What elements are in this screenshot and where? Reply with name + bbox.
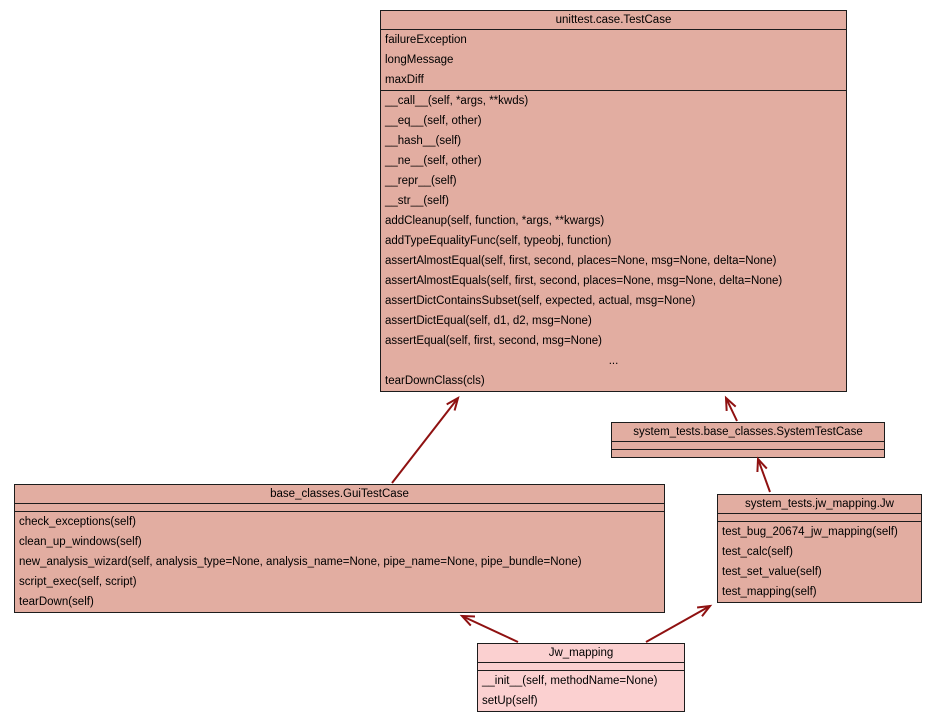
method: tearDown(self) [19, 596, 94, 608]
class-title: unittest.case.TestCase [381, 11, 846, 30]
method: assertDictContainsSubset(self, expected,… [385, 295, 696, 307]
method: addTypeEqualityFunc(self, typeobj, funct… [385, 235, 612, 247]
methods-compartment: check_exceptions(self) clean_up_windows(… [15, 512, 664, 612]
method: script_exec(self, script) [19, 576, 137, 588]
inheritance-arrow-guitestcase-to-testcase [391, 395, 460, 484]
inheritance-arrow-systemtestcase-to-testcase [724, 395, 738, 422]
method: setUp(self) [482, 695, 538, 707]
method: __call__(self, *args, **kwds) [385, 95, 529, 107]
method: test_set_value(self) [722, 566, 822, 578]
class-title: Jw_mapping [478, 644, 684, 663]
attributes-compartment [478, 663, 684, 671]
attributes-compartment [612, 442, 884, 450]
method: assertAlmostEquals(self, first, second, … [385, 275, 783, 287]
class-box-jw: system_tests.jw_mapping.Jw test_bug_2067… [717, 494, 922, 603]
method: __ne__(self, other) [385, 155, 482, 167]
attributes-compartment [15, 504, 664, 512]
attribute: failureException [385, 34, 467, 46]
methods-compartment: __init__(self, methodName=None) setUp(se… [478, 671, 684, 711]
method: check_exceptions(self) [19, 516, 136, 528]
method: new_analysis_wizard(self, analysis_type=… [19, 556, 582, 568]
method: __init__(self, methodName=None) [482, 675, 658, 687]
attributes-compartment: failureException longMessage maxDiff [381, 30, 846, 91]
method: test_bug_20674_jw_mapping(self) [722, 526, 898, 538]
methods-compartment [612, 450, 884, 457]
method: __eq__(self, other) [385, 115, 482, 127]
method: tearDownClass(cls) [385, 375, 485, 387]
class-box-jw-mapping: Jw_mapping __init__(self, methodName=Non… [477, 643, 685, 712]
method: assertAlmostEqual(self, first, second, p… [385, 255, 777, 267]
method: clean_up_windows(self) [19, 536, 142, 548]
class-title: base_classes.GuiTestCase [15, 485, 664, 504]
attributes-compartment [718, 514, 921, 522]
methods-compartment: __call__(self, *args, **kwds) __eq__(sel… [381, 91, 846, 391]
method: __str__(self) [385, 195, 449, 207]
ellipsis-row: ... [608, 355, 619, 367]
class-box-systemtestcase: system_tests.base_classes.SystemTestCase [611, 422, 885, 458]
inheritance-arrow-jw-to-systemtestcase [756, 456, 771, 493]
method: addCleanup(self, function, *args, **kwar… [385, 215, 605, 227]
method: test_calc(self) [722, 546, 793, 558]
method: assertDictEqual(self, d1, d2, msg=None) [385, 315, 592, 327]
class-box-guitestcase: base_classes.GuiTestCase check_exception… [14, 484, 665, 613]
class-box-testcase: unittest.case.TestCase failureException … [380, 10, 847, 392]
method: test_mapping(self) [722, 586, 817, 598]
method: __repr__(self) [385, 175, 457, 187]
method: assertEqual(self, first, second, msg=Non… [385, 335, 602, 347]
inheritance-arrow-jwmapping-to-guitestcase [459, 614, 519, 643]
methods-compartment: test_bug_20674_jw_mapping(self) test_cal… [718, 522, 921, 602]
class-title: system_tests.jw_mapping.Jw [718, 495, 921, 514]
attribute: maxDiff [385, 74, 424, 86]
attribute: longMessage [385, 54, 454, 66]
method: __hash__(self) [385, 135, 462, 147]
class-title: system_tests.base_classes.SystemTestCase [612, 423, 884, 442]
